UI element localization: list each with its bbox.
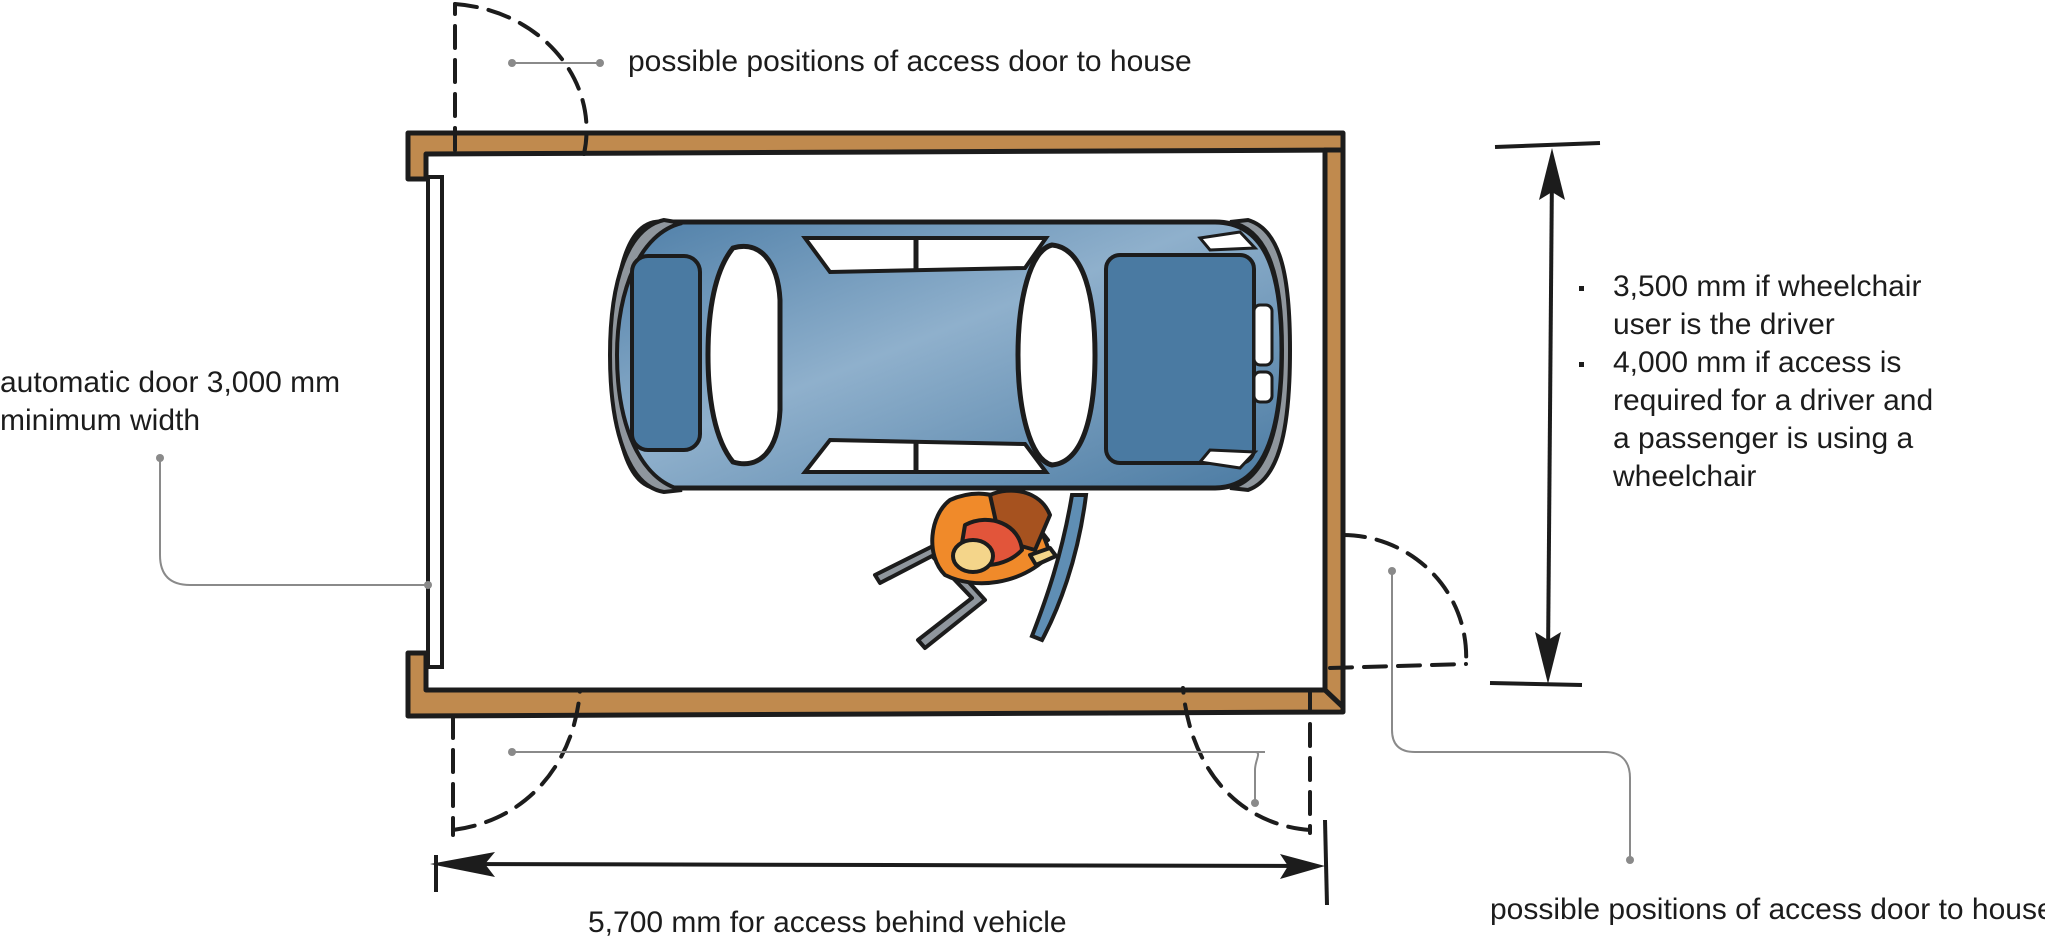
automatic-door-panel bbox=[426, 175, 444, 669]
width-note-driver: 3,500 mm if wheelchair user is the drive… bbox=[1575, 268, 1933, 344]
label-length: 5,700 mm for access behind vehicle bbox=[588, 906, 1067, 939]
car-open-door bbox=[1029, 493, 1089, 643]
label-automatic-door: automatic door 3,000 mm minimum width bbox=[0, 366, 341, 437]
garage-wall-top bbox=[405, 130, 1346, 182]
door-top-left bbox=[453, 2, 589, 156]
car-icon bbox=[607, 217, 1293, 643]
person-arm bbox=[1028, 546, 1058, 567]
person-head bbox=[951, 538, 995, 574]
car-mirror-bottom bbox=[1197, 448, 1259, 470]
car-rear-window bbox=[705, 243, 783, 467]
car-front-bumper bbox=[1229, 217, 1293, 493]
width-note-passenger: 4,000 mm if access is required for a dri… bbox=[1575, 344, 1933, 496]
garage-wall-bottom bbox=[405, 650, 1346, 719]
label-door-bottom: possible positions of access door to hou… bbox=[1490, 893, 2045, 926]
access-doors bbox=[451, 2, 1469, 837]
leader-dots bbox=[156, 59, 1634, 864]
car-side-windows-bottom bbox=[800, 437, 1050, 474]
car-trunk bbox=[630, 254, 702, 452]
car-rear-bumper bbox=[607, 217, 683, 495]
dimension-length bbox=[430, 819, 1329, 906]
label-door-top: possible positions of access door to hou… bbox=[628, 45, 1192, 78]
dimension-arrow-icon bbox=[1539, 148, 1565, 200]
dimension-arrow-icon bbox=[430, 852, 495, 877]
leader-lines bbox=[159, 62, 1631, 860]
door-bottom-left bbox=[451, 688, 582, 837]
car-windshield bbox=[1015, 242, 1098, 468]
car-side-windows-top bbox=[801, 236, 1050, 275]
garage-wall-right bbox=[1322, 147, 1346, 710]
car-hood bbox=[1104, 253, 1256, 465]
car-headlight-top bbox=[1252, 303, 1274, 367]
car-mirror-top bbox=[1197, 230, 1259, 252]
dimension-arrow-icon bbox=[1535, 632, 1561, 684]
wheelchair-user-icon bbox=[873, 488, 1058, 650]
dimension-width bbox=[1489, 141, 1601, 687]
door-bottom-right bbox=[1181, 686, 1312, 835]
door-right bbox=[1323, 533, 1469, 692]
width-notes-list: 3,500 mm if wheelchair user is the drive… bbox=[1575, 268, 1933, 496]
dimension-arrow-icon bbox=[1280, 854, 1325, 879]
car-headlight-bottom bbox=[1252, 370, 1274, 404]
garage-walls bbox=[405, 130, 1346, 719]
